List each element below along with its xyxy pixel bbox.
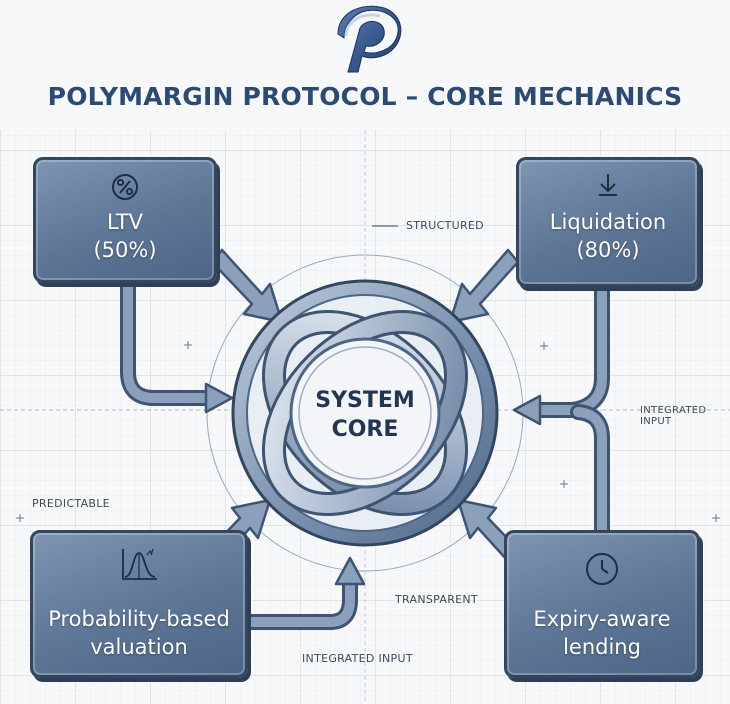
- liquidation-line1: Liquidation: [549, 210, 667, 234]
- distribution-chart-icon: [122, 548, 157, 580]
- system-core-label: SYSTEM CORE: [295, 386, 435, 444]
- expiry-box: Expiry-aware lending: [504, 530, 700, 678]
- ltv-line2: (50%): [93, 238, 157, 262]
- ltv-label: LTV (50%): [36, 208, 214, 264]
- annotation-integrated-right: INTEGRATED INPUT: [640, 405, 707, 427]
- expiry-line1: Expiry-aware: [533, 607, 671, 631]
- probability-label: Probability-based valuation: [33, 605, 245, 661]
- down-arrow-icon: [599, 174, 617, 196]
- expiry-line2: lending: [563, 635, 641, 659]
- clock-icon: [586, 553, 618, 585]
- annotation-transparent: TRANSPARENT: [395, 593, 478, 606]
- probability-line2: valuation: [90, 635, 188, 659]
- arrow-bottom-in: [334, 556, 366, 586]
- protocol-logo: [337, 5, 402, 73]
- liquidation-label: Liquidation (80%): [519, 208, 697, 264]
- percent-icon: [112, 174, 138, 200]
- core-line1: SYSTEM: [315, 388, 415, 413]
- arrow-top-right: [448, 248, 520, 324]
- arrow-right-in: [512, 394, 542, 426]
- arrow-left-in: [204, 382, 234, 414]
- page-title: POLYMARGIN PROTOCOL – CORE MECHANICS: [47, 82, 683, 111]
- ltv-box: LTV (50%): [33, 157, 217, 283]
- probability-line1: Probability-based: [48, 607, 230, 631]
- liquidation-line2: (80%): [576, 238, 640, 262]
- system-core-ring: [231, 279, 499, 547]
- probability-box: Probability-based valuation: [30, 530, 248, 678]
- ltv-line1: LTV: [106, 210, 143, 234]
- liquidation-box: Liquidation (80%): [516, 157, 700, 287]
- annotation-integrated-bottom: INTEGRATED INPUT: [302, 652, 413, 665]
- pipe-connectors: [120, 274, 610, 630]
- core-line2: CORE: [331, 417, 399, 442]
- arrow-top-left: [210, 248, 284, 324]
- annotation-predictable: PREDICTABLE: [32, 497, 110, 510]
- annotation-structured: STRUCTURED: [406, 219, 484, 232]
- expiry-label: Expiry-aware lending: [507, 605, 697, 661]
